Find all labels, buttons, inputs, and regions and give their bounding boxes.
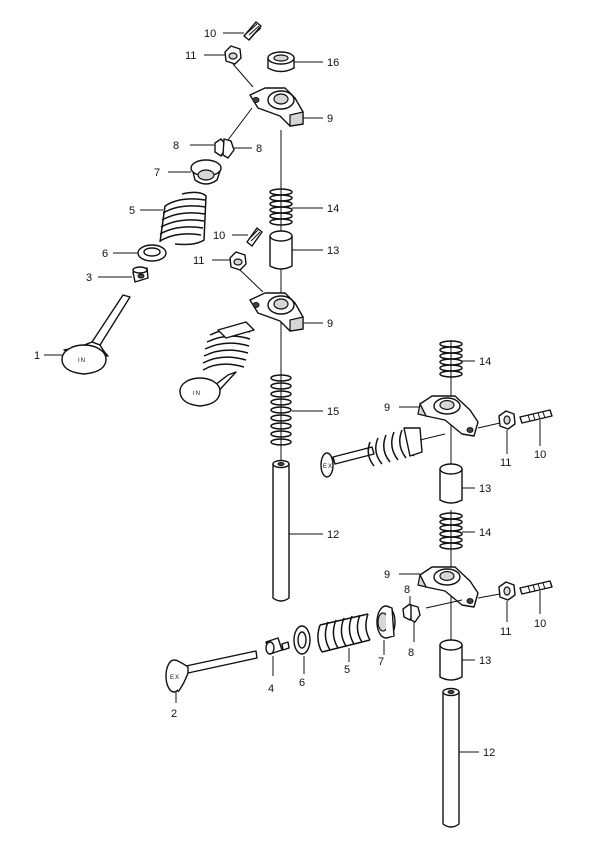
valve-spring-5 — [159, 191, 207, 246]
callout-12: 12 — [483, 747, 495, 759]
callout-6: 6 — [299, 677, 305, 689]
intake-valve-1: IN — [61, 294, 131, 375]
pushrod-tube-13 — [439, 463, 463, 504]
callout-13: 13 — [327, 245, 339, 257]
lock-nut-11 — [224, 45, 242, 65]
callout-9: 9 — [327, 113, 333, 125]
pushrod-spring-14 — [439, 512, 463, 550]
pushrod-12 — [442, 687, 460, 828]
callout-11: 11 — [185, 50, 196, 62]
callout-3: 3 — [86, 272, 92, 284]
intake-mark: IN — [78, 358, 86, 364]
callout-8: 8 — [404, 584, 410, 596]
callout-8: 8 — [173, 140, 179, 152]
valve-stem-seal-4 — [265, 637, 290, 655]
callout-7: 7 — [154, 167, 160, 179]
valve-collets-8 — [402, 603, 421, 623]
rocker-arm-9 — [417, 395, 479, 437]
callout-16: 16 — [327, 57, 339, 69]
callout-1: 1 — [34, 350, 40, 362]
callout-8: 8 — [256, 143, 262, 155]
callout-14: 14 — [479, 527, 491, 539]
valve-spring-5 — [317, 613, 371, 653]
callout-10: 10 — [534, 618, 546, 630]
assembled-exhaust-valve: EX — [320, 427, 423, 478]
callout-8: 8 — [408, 647, 414, 659]
callout-14: 14 — [479, 356, 491, 368]
pushrod-spring-14 — [439, 340, 463, 378]
callout-10: 10 — [213, 230, 225, 242]
callout-5: 5 — [344, 664, 350, 676]
callout-11: 11 — [500, 457, 511, 469]
spring-washer-6 — [293, 625, 311, 655]
callout-12: 12 — [327, 529, 339, 541]
callout-15: 15 — [327, 406, 339, 418]
exhaust-mark: EX — [170, 675, 180, 681]
valve-stem-seal-3 — [132, 266, 149, 283]
exhaust-valve-2: EX — [165, 650, 258, 693]
callout-11: 11 — [500, 626, 511, 638]
rocker-arm-9 — [417, 566, 479, 608]
callout-7: 7 — [378, 656, 384, 668]
valve-collets-8 — [214, 138, 235, 159]
adjusting-screw-10 — [246, 227, 263, 247]
lock-nut-11 — [498, 410, 516, 430]
adjusting-screw-10 — [519, 580, 553, 595]
callout-10: 10 — [534, 449, 546, 461]
callout-6: 6 — [102, 248, 108, 260]
adjusting-screw-10 — [243, 21, 262, 41]
pushrod-long-spring-15 — [270, 374, 292, 446]
callout-2: 2 — [171, 708, 177, 720]
callout-13: 13 — [479, 655, 491, 667]
callout-10: 10 — [204, 28, 216, 40]
rocker-arm-9 — [249, 292, 304, 332]
lock-nut-11 — [498, 581, 516, 601]
spring-retainer-7 — [190, 159, 222, 185]
spring-retainer-7 — [376, 605, 396, 639]
lock-nut-11 — [229, 251, 247, 271]
pushrod-tube-13 — [439, 639, 463, 681]
callout-11: 11 — [193, 255, 204, 267]
pushrod-12 — [272, 459, 290, 602]
rocker-arm-9 — [249, 87, 304, 127]
callout-9: 9 — [384, 569, 390, 581]
callout-13: 13 — [479, 483, 491, 495]
callout-9: 9 — [327, 318, 333, 330]
callout-14: 14 — [327, 203, 339, 215]
assembled-intake-valve: IN — [179, 321, 255, 407]
callout-5: 5 — [129, 205, 135, 217]
adjusting-screw-10 — [519, 409, 553, 424]
spring-washer-6 — [137, 244, 167, 262]
callout-4: 4 — [268, 683, 274, 695]
pushrod-spring-14 — [269, 188, 293, 226]
pushrod-tube-13 — [269, 230, 293, 270]
intake-mark: IN — [193, 391, 201, 397]
exhaust-mark: EX — [323, 464, 333, 470]
pushrod-cap-16 — [267, 51, 295, 73]
callout-9: 9 — [384, 402, 390, 414]
